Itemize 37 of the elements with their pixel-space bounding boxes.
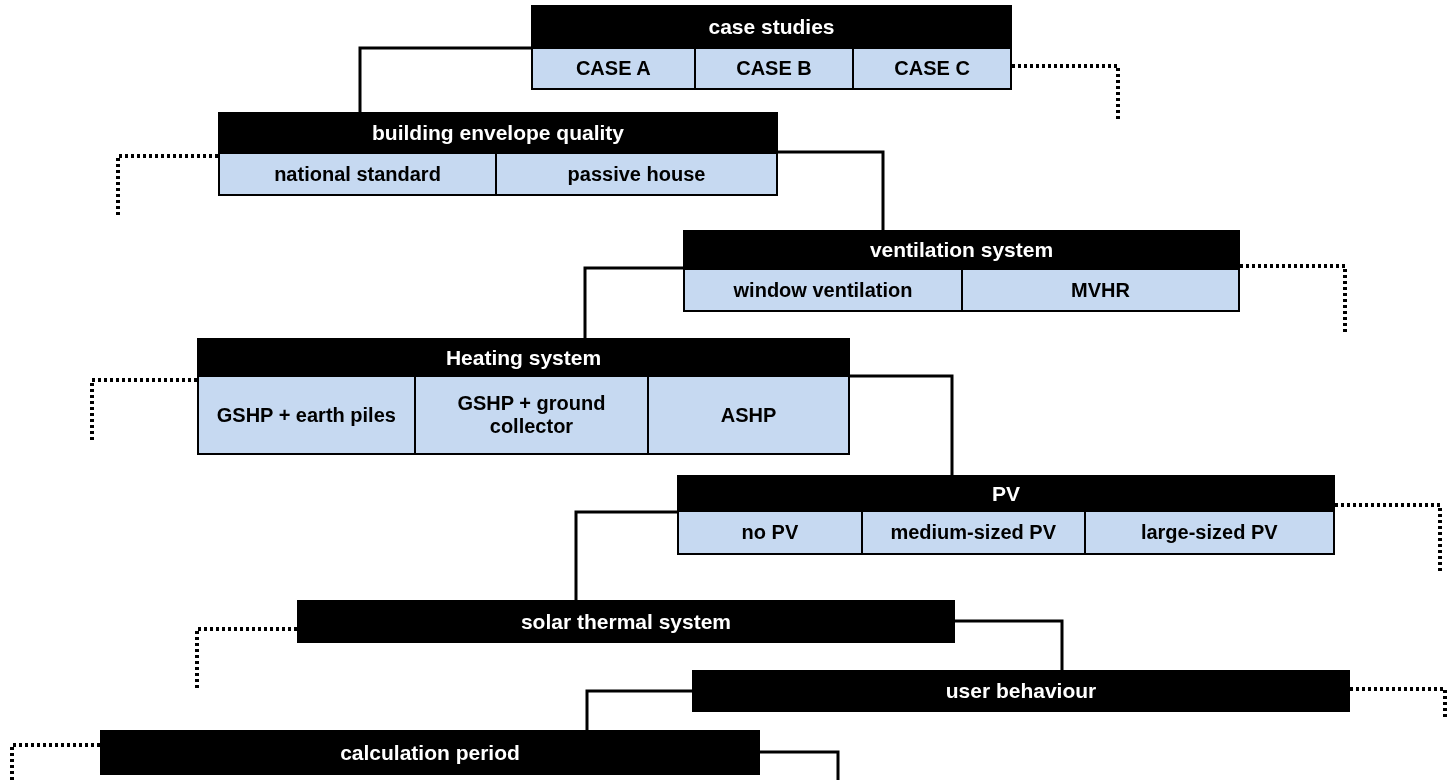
- option-cell: GSHP + earth piles: [199, 375, 416, 453]
- option-cell: CASE B: [695, 47, 855, 88]
- option-table: [197, 338, 850, 455]
- dotted-connector: [10, 743, 100, 780]
- dotted-connector: [116, 154, 218, 215]
- option-cell: medium-sized PV: [862, 510, 1086, 553]
- option-cell: national standard: [220, 152, 497, 194]
- dotted-connector: [195, 627, 297, 688]
- dotted-connector: [1240, 264, 1347, 333]
- category-header: calculation period: [100, 730, 760, 775]
- option-cell: CASE A: [533, 47, 696, 88]
- option-table: [677, 475, 1335, 555]
- option-cell: ASHP: [649, 375, 848, 453]
- option-cell: CASE C: [854, 47, 1010, 88]
- dotted-connector: [1012, 64, 1120, 120]
- dotted-connector: [90, 378, 197, 440]
- option-cell: window ventilation: [685, 268, 963, 310]
- connector-line: [585, 689, 692, 730]
- option-cell: MVHR: [963, 268, 1238, 310]
- category-header: user behaviour: [692, 670, 1350, 712]
- dotted-connector: [1350, 687, 1447, 718]
- option-table: [531, 5, 1012, 90]
- option-cell: no PV: [679, 510, 863, 553]
- connector-line: [760, 750, 840, 780]
- connector-line: [358, 46, 531, 112]
- option-table: [218, 112, 778, 196]
- option-table: [683, 230, 1240, 312]
- connector-line: [583, 266, 683, 338]
- category-header: solar thermal system: [297, 600, 955, 643]
- option-cell: large-sized PV: [1085, 510, 1333, 553]
- connector-line: [574, 510, 677, 600]
- option-cell: GSHP + ground collector: [415, 375, 650, 453]
- dotted-connector: [1335, 503, 1442, 573]
- connector-line: [778, 150, 885, 230]
- connector-line: [850, 374, 954, 475]
- option-cell: passive house: [497, 152, 776, 194]
- connector-line: [955, 619, 1064, 670]
